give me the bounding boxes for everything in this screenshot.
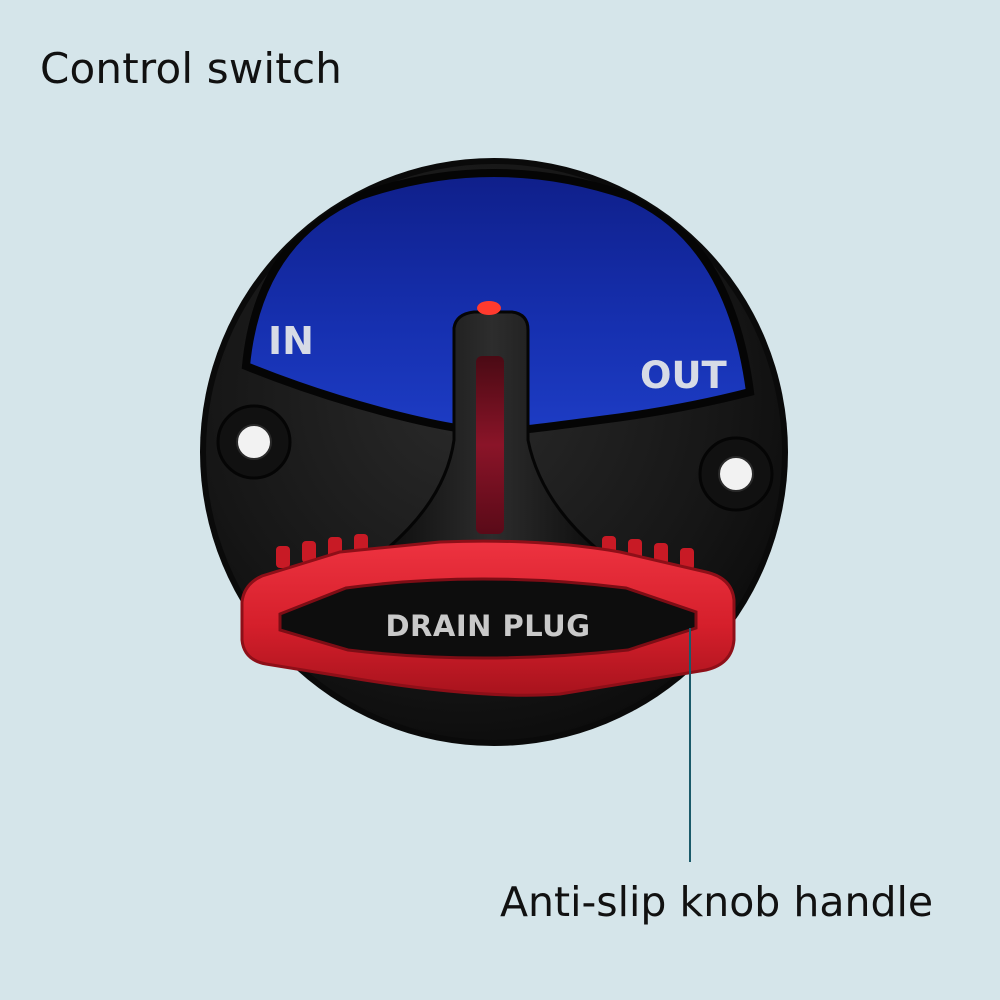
dial-label-out: OUT <box>640 354 727 397</box>
mounting-hole-left <box>216 404 292 480</box>
position-indicator-dot <box>477 301 501 315</box>
dial-label-in: IN <box>268 319 314 363</box>
lever-indicator-slot <box>476 356 504 534</box>
mounting-hole-right <box>698 436 774 512</box>
anti-slip-knob-handle[interactable]: DRAIN PLUG <box>240 534 736 697</box>
page-title: Control switch <box>40 44 343 93</box>
lever-stem[interactable] <box>383 301 601 550</box>
handle-label: DRAIN PLUG <box>385 609 590 643</box>
dial-window <box>241 169 755 434</box>
callout-label: Anti-slip knob handle <box>500 878 934 926</box>
